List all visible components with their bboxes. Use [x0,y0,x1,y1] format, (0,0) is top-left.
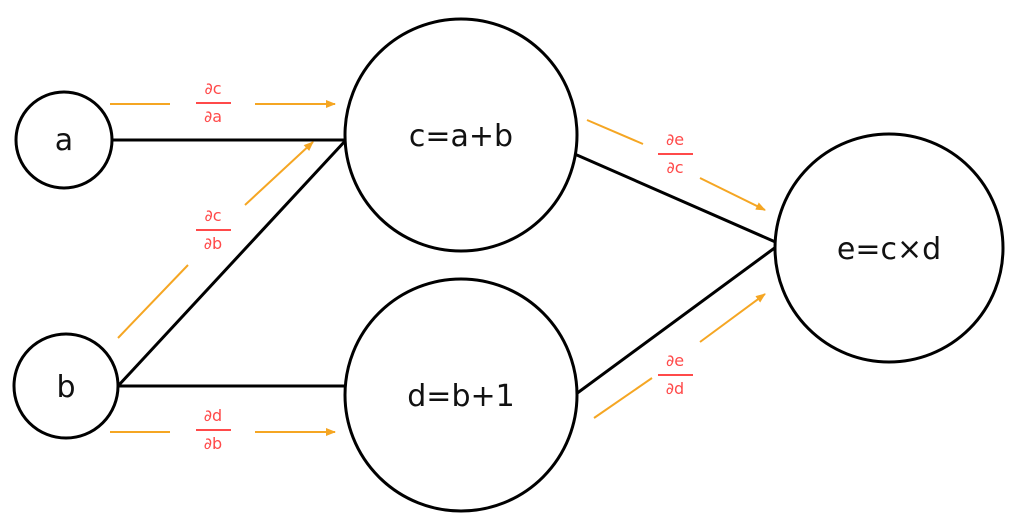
gradient-denominator: ∂c [666,158,683,177]
gradient-numerator: ∂c [204,79,221,98]
gradient-label-dd-db: ∂d ∂b [196,406,231,453]
gradient-denominator: ∂d [666,379,684,398]
node-d: d=b+1 [343,277,579,513]
edge-c-e [569,150,781,246]
node-d-label: d=b+1 [407,379,514,414]
node-a: a [14,90,114,190]
gradient-numerator: ∂c [204,206,221,225]
grad-arrow-b-c-head [244,141,314,206]
node-b: b [12,332,120,440]
gradient-numerator: ∂d [204,406,222,425]
edge-b-c [116,138,348,388]
node-d-circle [343,277,579,513]
node-a-circle [14,90,114,190]
node-b-circle [12,332,120,440]
gradient-denominator: ∂a [204,107,222,126]
gradient-denominator: ∂b [204,234,222,253]
node-a-label: a [55,123,73,158]
grad-arrow-b-c-tail [117,264,189,339]
gradient-numerator: ∂e [666,351,684,370]
gradient-denominator: ∂b [204,434,222,453]
node-e-label: e=c×d [837,232,941,267]
edge-d-e [575,242,781,396]
node-c: c=a+b [343,17,579,253]
grad-arrow-c-e-head [699,177,766,211]
node-c-circle [343,17,579,253]
node-c-label: c=a+b [409,119,513,154]
node-b-label: b [56,370,75,405]
gradient-label-de-dc: ∂e ∂c [658,130,693,177]
gradient-numerator: ∂e [666,130,684,149]
grad-arrow-d-e-head [699,293,766,343]
gradient-label-de-dd: ∂e ∂d [658,351,693,398]
grad-arrow-d-e-tail [593,377,653,419]
node-e-circle [773,132,1005,364]
gradient-label-dc-db: ∂c ∂b [196,206,231,253]
grad-arrow-c-e-tail [586,119,644,145]
gradient-label-dc-da: ∂c ∂a [196,79,231,126]
node-e: e=c×d [773,132,1005,364]
